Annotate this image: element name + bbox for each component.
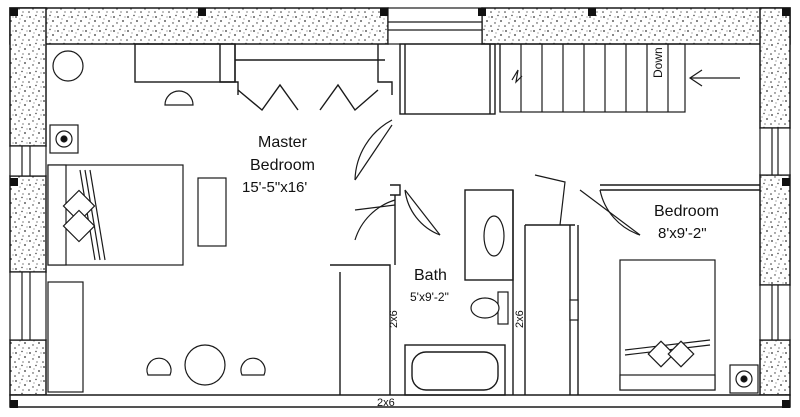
west-wall-bottom — [9, 339, 47, 396]
east-wall-bottom — [759, 339, 791, 396]
bath-fixtures — [470, 215, 509, 325]
dresser — [197, 177, 227, 247]
bathtub — [404, 344, 506, 396]
master-bedroom-size: 15'-5"x16' — [242, 179, 308, 196]
closet-rod-marker — [569, 299, 579, 321]
east-wall-mid — [759, 174, 791, 286]
stair-break — [511, 69, 523, 84]
chair-left — [146, 357, 172, 376]
west-wall-mid — [9, 175, 47, 273]
round-table — [184, 344, 226, 386]
bench — [47, 281, 84, 393]
corner-chair — [52, 50, 84, 82]
exterior-walls — [9, 7, 791, 396]
north-wall-right — [481, 7, 791, 45]
master-furniture — [47, 50, 266, 393]
south-wall — [9, 394, 791, 408]
nightstand-lamp — [49, 124, 79, 154]
toilet-bowl — [470, 297, 500, 319]
bedroom-furniture — [569, 259, 759, 394]
corner-posts — [10, 8, 790, 408]
bedroom-pillow-1 — [647, 340, 675, 368]
closet-bifold-right — [319, 83, 379, 112]
closet-bifold-left — [237, 83, 299, 112]
master-bedroom-label-line2: Bedroom — [250, 157, 315, 174]
bedroom-label: Bedroom — [654, 203, 719, 220]
stair-enclosure — [399, 43, 496, 115]
bedroom-door-arc — [599, 189, 641, 236]
stairs-down-label: Down — [651, 47, 665, 78]
stair-direction-arrow — [688, 69, 740, 87]
east-window-1 — [759, 127, 791, 176]
armchair — [164, 90, 194, 106]
stairs — [499, 43, 686, 113]
bath-door-arc — [404, 189, 441, 236]
north-window — [387, 7, 483, 45]
wall-2x6-left: 2x6 — [388, 310, 400, 328]
hall-door-arc — [354, 199, 396, 241]
bath-size: 5'x9'-2" — [410, 290, 449, 304]
master-bed — [47, 164, 184, 266]
wall-2x6-bottom: 2x6 — [377, 397, 395, 409]
door-swings — [354, 119, 641, 241]
west-wall-top — [9, 7, 47, 147]
east-wall-top — [759, 7, 791, 129]
sink — [483, 215, 505, 257]
bath-label: Bath — [414, 267, 447, 284]
bedroom-size: 8'x9'-2" — [658, 225, 707, 242]
west-window-1 — [9, 145, 47, 177]
wall-2x6-right: 2x6 — [514, 310, 526, 328]
bedroom-pillow-2 — [667, 340, 695, 368]
east-window-2 — [759, 284, 791, 341]
west-window-2 — [9, 271, 47, 341]
interior-walls — [134, 43, 760, 396]
bedroom-bed — [619, 259, 716, 391]
master-pillow-2 — [62, 209, 96, 243]
chair-right — [240, 357, 266, 376]
master-door-arc — [354, 119, 393, 181]
master-bedroom-label-line1: Master — [258, 134, 307, 151]
master-pillow-1 — [62, 189, 96, 223]
